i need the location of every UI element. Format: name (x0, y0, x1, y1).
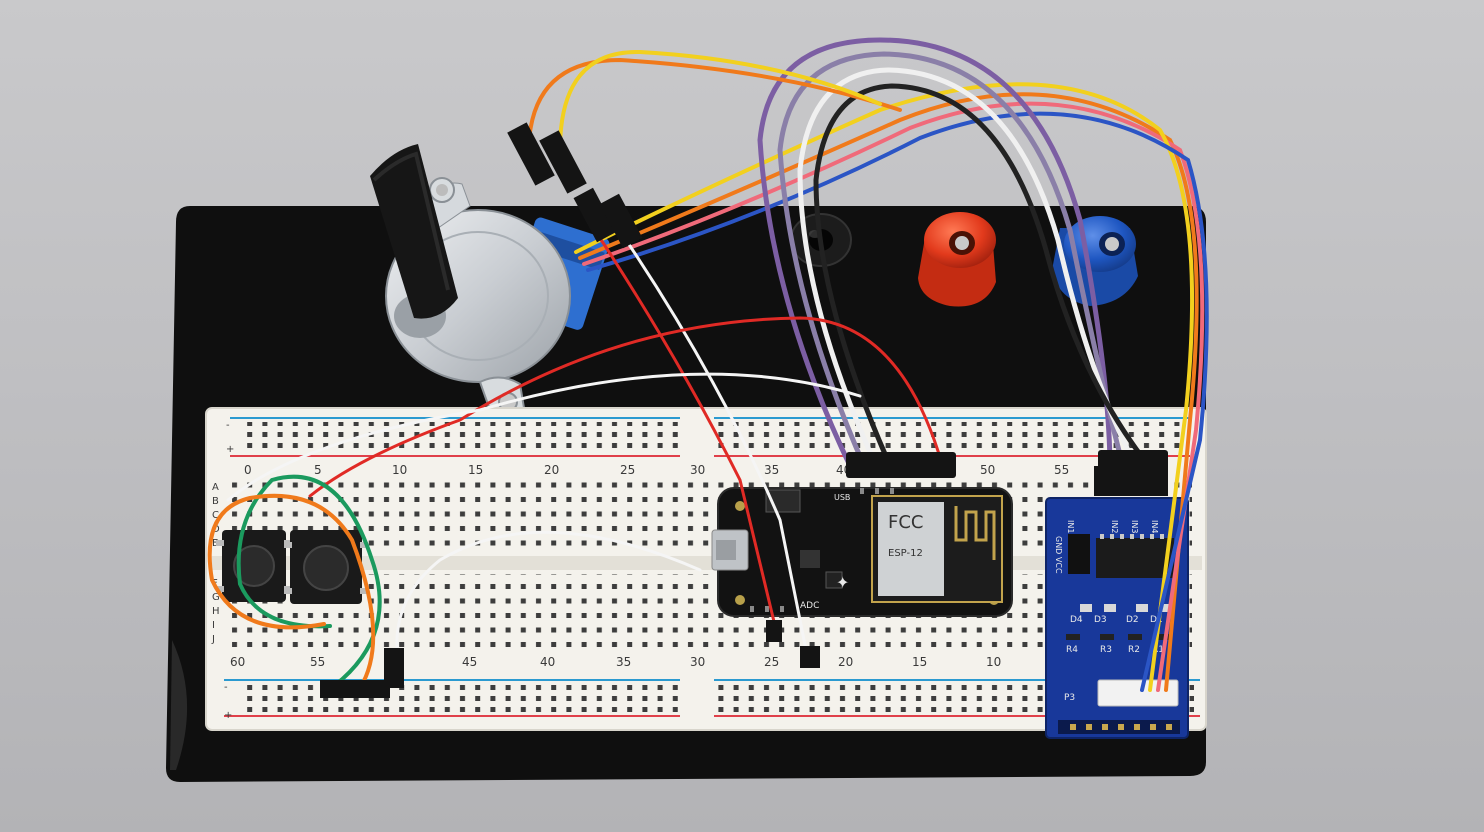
col-num: 0 (244, 463, 252, 477)
wire-yellow-long (558, 49, 882, 152)
row-letter: H (212, 606, 220, 617)
col-num: 50 (980, 463, 995, 477)
led-label: D4 (1070, 615, 1083, 625)
rail-minus-bottom: - (224, 682, 228, 693)
col-num: 15 (468, 463, 483, 477)
stepper-motor (370, 144, 610, 416)
module-esp12-text: ESP-12 (888, 548, 923, 559)
led-label: D2 (1126, 615, 1139, 625)
rail-plus-bottom: + (224, 710, 232, 721)
in-label: IN1 (1066, 520, 1075, 533)
power-jumper (1068, 534, 1090, 574)
row-letter: D (212, 524, 220, 535)
row-letter: E (212, 538, 218, 549)
wire-white-rail (226, 372, 862, 502)
push-button-right[interactable] (284, 530, 368, 604)
wire-gray (777, 51, 1127, 473)
wire-blue-bundle (586, 111, 1209, 692)
wire-purple (757, 37, 1113, 473)
col-num: 20 (838, 655, 853, 669)
motor-shaft-velcro (370, 144, 458, 319)
uln2003-chip (1096, 538, 1174, 578)
jumper-wires (207, 37, 1209, 694)
wire-white-pair (797, 67, 1141, 473)
col-num: 35 (616, 655, 631, 669)
wire-white-long (624, 238, 810, 662)
row-letter: J (211, 634, 215, 645)
connector-label: P3 (1064, 693, 1075, 703)
push-button-left[interactable] (216, 530, 292, 602)
bottom-column-numbers: 60 55 50 45 40 35 30 25 20 15 10 (230, 655, 1001, 669)
dupont-connectors (320, 122, 1168, 698)
resistor-label: R4 (1066, 645, 1078, 655)
wifi-antenna-trace (954, 506, 996, 560)
col-num: 40 (540, 655, 555, 669)
in-label: IN2 (1110, 520, 1119, 533)
col-num: 20 (544, 463, 559, 477)
feather-star-icon: ✦ (836, 573, 849, 592)
power-labels: GND VCC (1054, 536, 1063, 574)
col-num: 55 (1054, 463, 1069, 477)
row-letter: C (212, 510, 219, 521)
col-num: 15 (912, 655, 927, 669)
module-fcc-mark: FCC (888, 512, 924, 533)
wire-white-loop (395, 530, 702, 662)
row-letter: A (212, 482, 219, 493)
col-num: 30 (690, 655, 705, 669)
row-letter: I (212, 620, 215, 631)
wire-red-long (594, 230, 778, 632)
row-letter: G (212, 592, 220, 603)
wire-black (813, 83, 1155, 473)
col-num: 45 (462, 655, 477, 669)
resistor-label: R3 (1100, 645, 1112, 655)
in-label: IN4 (1150, 520, 1159, 533)
binding-post-red[interactable] (918, 212, 996, 307)
led-label: D3 (1094, 615, 1107, 625)
resistor-label: R1 (1152, 645, 1164, 655)
col-num: 25 (764, 655, 779, 669)
driver-header-pins (1070, 724, 1172, 730)
col-num: 10 (986, 655, 1001, 669)
wire-red-rail (308, 316, 944, 498)
rail-minus-top: - (226, 420, 230, 431)
in-label: IN3 (1130, 520, 1139, 533)
col-num: 30 (690, 463, 705, 477)
usb-label: USB (834, 493, 850, 502)
resistor-labels: R4 R3 R2 R1 (1066, 634, 1170, 655)
wire-orange-bundle (578, 92, 1199, 692)
col-num: 25 (620, 463, 635, 477)
col-num: 35 (764, 463, 779, 477)
wire-pink-bundle (582, 101, 1205, 692)
base-plate-sheen (170, 640, 188, 770)
rail-plus-top: + (226, 444, 234, 455)
esp8266-feather-board: USB FCC ESP-12 ✦ ADC (711, 487, 1013, 617)
wire-yellow-bundle (574, 82, 1195, 692)
col-num: 10 (392, 463, 407, 477)
col-num: 60 (230, 655, 245, 669)
uln2003-driver-board: IN1 IN2 IN3 IN4 GND VCC D4 D3 D2 D1 R4 R… (1045, 466, 1189, 739)
resistor-label: R2 (1128, 645, 1140, 655)
adc-label: ADC (800, 601, 819, 611)
col-num: 55 (310, 655, 325, 669)
wire-orange-long (528, 57, 902, 134)
row-letter: B (212, 496, 219, 507)
wire-orange-loop (207, 493, 376, 690)
col-num: 5 (314, 463, 322, 477)
wire-green-loop (236, 474, 382, 694)
